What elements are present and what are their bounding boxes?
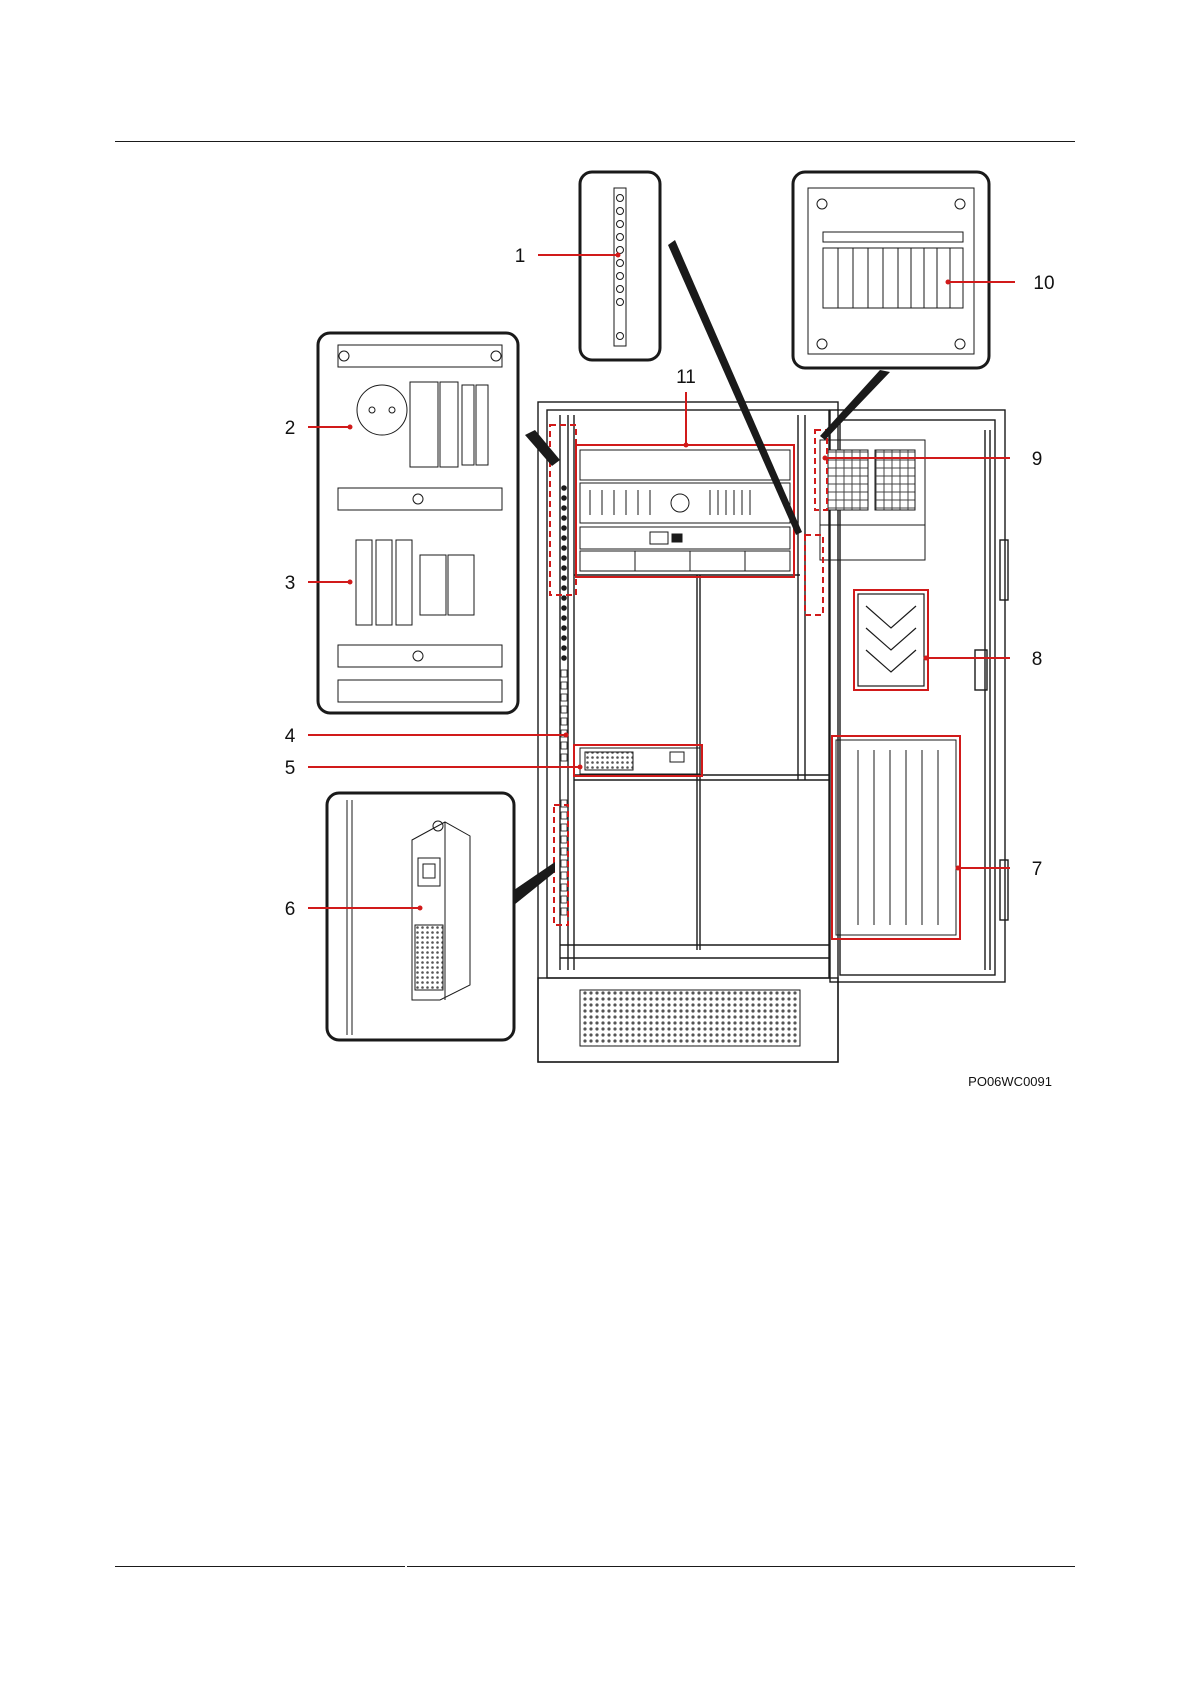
battery-module <box>836 740 956 935</box>
inset-6-power-module <box>327 793 514 1040</box>
callout-label-3: 3 <box>285 573 296 594</box>
callout-label-4: 4 <box>285 726 296 747</box>
air-baffle <box>858 594 924 686</box>
base-grille <box>580 990 800 1046</box>
inset-2-3-distribution-box <box>318 333 518 713</box>
inset-2-pointer <box>525 430 560 466</box>
ac-unit <box>580 748 700 774</box>
figure-id: PO06WC0091 <box>968 1074 1052 1089</box>
inset-10-pointer <box>820 370 890 440</box>
inset-1-ground-bar <box>580 172 660 360</box>
callout-label-5: 5 <box>285 758 296 779</box>
callout-label-11: 11 <box>676 367 696 388</box>
power-subrack <box>580 450 790 571</box>
callout-label-9: 9 <box>1032 449 1043 470</box>
inset-6-pointer <box>514 862 555 905</box>
left-rail-holes <box>561 485 567 661</box>
callout-label-1: 1 <box>515 246 526 267</box>
callout-label-6: 6 <box>285 899 296 920</box>
callout-label-10: 10 <box>1033 273 1054 294</box>
callout-label-8: 8 <box>1032 649 1043 670</box>
left-rail-slots <box>561 670 567 915</box>
inset-10-breaker-box <box>793 172 989 368</box>
callout-label-2: 2 <box>285 418 296 439</box>
callout-label-7: 7 <box>1032 859 1043 880</box>
